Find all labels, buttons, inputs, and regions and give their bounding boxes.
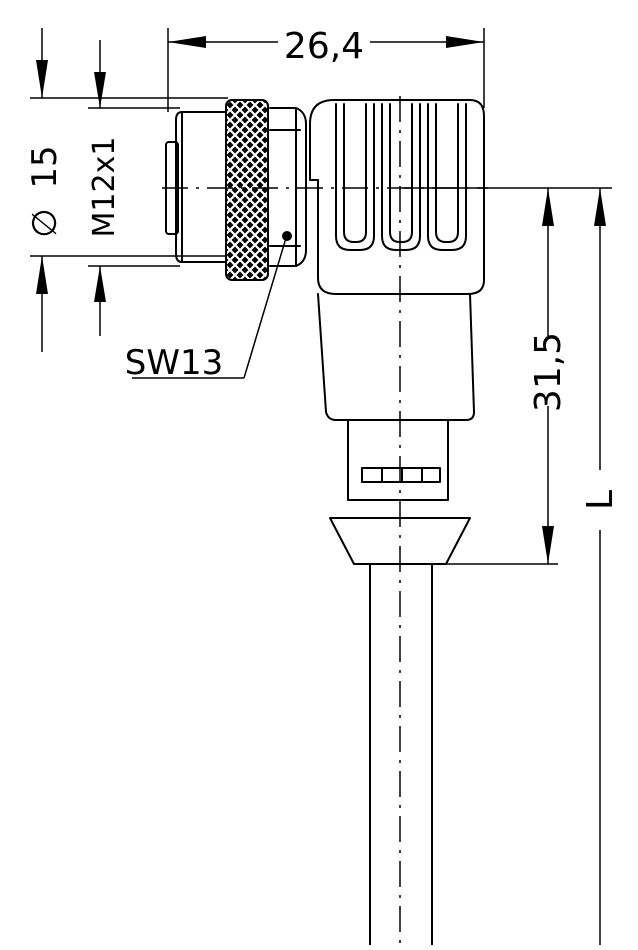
height-label: 31,5	[528, 332, 569, 412]
arrow-up-icon	[36, 256, 48, 294]
arrow-up-icon	[94, 266, 106, 302]
center-lines	[162, 96, 488, 945]
knurled-nut	[225, 99, 269, 281]
strain-relief	[317, 293, 475, 565]
arrow-down-icon	[36, 60, 48, 98]
arrow-right-icon	[446, 36, 484, 48]
thread-label: M12x1	[87, 137, 122, 238]
arrow-up-icon	[594, 188, 606, 226]
diameter-dimension: ∅ 15	[25, 28, 228, 352]
height-dimension: 31,5	[404, 187, 612, 565]
connector-housing	[309, 99, 485, 295]
arrow-down-icon	[94, 72, 106, 108]
length-dimension: L	[580, 188, 621, 945]
diameter-symbol: ∅	[25, 208, 65, 238]
wrench-size-callout: SW13	[125, 237, 287, 383]
thread-dimension: M12x1	[87, 40, 180, 336]
wrench-label: SW13	[125, 343, 223, 383]
coupling-face	[165, 111, 229, 263]
marker-dot	[282, 231, 292, 241]
width-dimension: 26,4	[167, 26, 485, 112]
hex-nut	[269, 107, 307, 267]
diameter-label: 15	[25, 145, 65, 188]
cable	[369, 563, 433, 946]
arrow-up-icon	[542, 188, 554, 226]
width-label: 26,4	[284, 26, 364, 67]
length-label: L	[580, 490, 621, 510]
arrow-down-icon	[542, 526, 554, 564]
arrow-left-icon	[168, 36, 206, 48]
